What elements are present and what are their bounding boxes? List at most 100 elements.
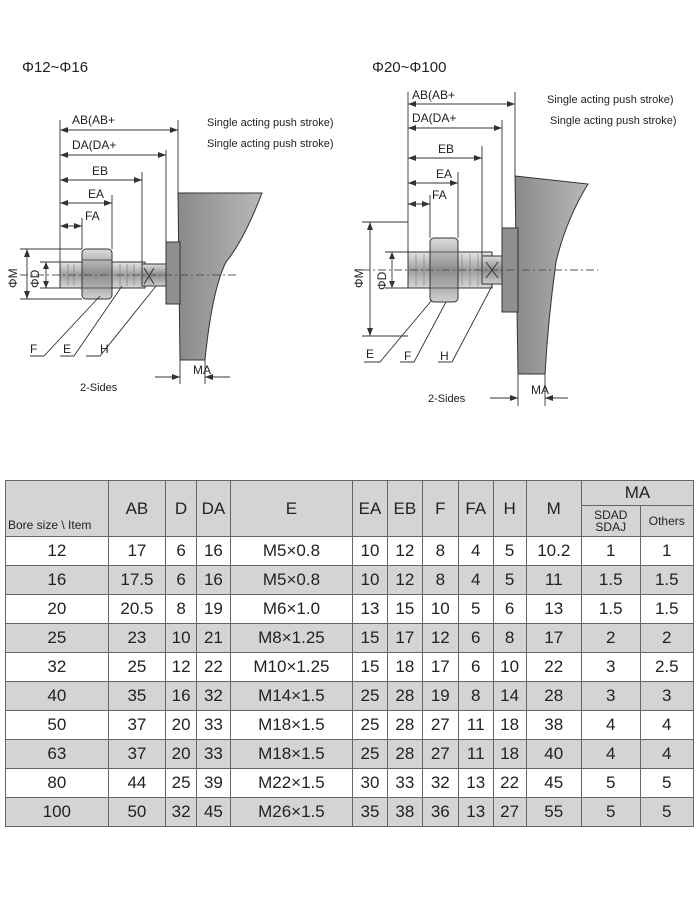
dimension-table: Bore size \ Item AB D DA E EA EB F FA H … xyxy=(5,480,695,827)
table-cell: 15 xyxy=(352,623,388,653)
table-cell: 11 xyxy=(457,739,494,769)
table-cell: 27 xyxy=(421,739,459,769)
table-cell: 55 xyxy=(525,797,582,827)
table-cell: 5 xyxy=(580,768,641,798)
table-cell: 12 xyxy=(421,623,459,653)
table-cell: 16 xyxy=(165,681,197,711)
table-cell: 30 xyxy=(352,768,388,798)
table-cell: 38 xyxy=(386,797,423,827)
table-cell: 33 xyxy=(195,710,231,740)
table-cell: 22 xyxy=(525,652,582,682)
table-cell: M6×1.0 xyxy=(229,594,354,624)
table-cell: 17 xyxy=(421,652,459,682)
table-cell: 6 xyxy=(457,623,494,653)
left-drawing: Φ12~Φ16 xyxy=(6,59,334,394)
table-cell: 20 xyxy=(165,710,197,740)
bore-size-cell: 100 xyxy=(5,797,109,827)
header-ma: MA xyxy=(580,480,695,506)
table-cell: 6 xyxy=(457,652,494,682)
table-cell: 2 xyxy=(580,623,641,653)
table-cell: M18×1.5 xyxy=(229,710,354,740)
table-cell: 4 xyxy=(457,536,494,566)
table-cell: 32 xyxy=(165,797,197,827)
table-cell: 12 xyxy=(386,536,423,566)
table-cell: 17 xyxy=(107,536,167,566)
header-fa: FA xyxy=(457,480,494,537)
da-note: Single acting push stroke) xyxy=(550,115,677,127)
table-cell: 1.5 xyxy=(580,594,641,624)
table-cell: 1.5 xyxy=(580,565,641,595)
table-cell: 40 xyxy=(525,739,582,769)
hex-nut xyxy=(81,248,113,300)
table-cell: 45 xyxy=(195,797,231,827)
fa-label: FA xyxy=(85,209,100,223)
header-bore-size: Bore size \ Item xyxy=(5,480,109,537)
table-cell: 2 xyxy=(639,623,695,653)
table-cell: 1 xyxy=(639,536,695,566)
sides-label: 2-Sides xyxy=(80,382,118,394)
right-drawing: Φ20~Φ100 xyxy=(352,59,677,406)
wrench-flat-mark xyxy=(143,267,155,285)
table-cell: 19 xyxy=(421,681,459,711)
table-cell: 4 xyxy=(639,739,695,769)
table-cell: 28 xyxy=(386,681,423,711)
header-ea: EA xyxy=(352,480,388,537)
e-label: E xyxy=(63,342,71,356)
sides-label: 2-Sides xyxy=(428,393,466,405)
table-cell: 5 xyxy=(492,565,527,595)
header-e: E xyxy=(229,480,354,537)
table-cell: 8 xyxy=(492,623,527,653)
table-cell: 37 xyxy=(107,739,167,769)
bore-size-cell: 12 xyxy=(5,536,109,566)
table-cell: 25 xyxy=(107,652,167,682)
bore-size-cell: 50 xyxy=(5,710,109,740)
table-cell: 1 xyxy=(580,536,641,566)
table-cell: 8 xyxy=(421,565,459,595)
e-label: E xyxy=(366,347,374,361)
table-cell: 11 xyxy=(525,565,582,595)
table-cell: 28 xyxy=(386,739,423,769)
table-cell: 8 xyxy=(457,681,494,711)
table-cell: M5×0.8 xyxy=(229,536,354,566)
table-cell: 5 xyxy=(457,594,494,624)
table-cell: 1.5 xyxy=(639,565,695,595)
cylinder-body xyxy=(177,192,263,361)
header-ab: AB xyxy=(107,480,167,537)
dimension-drawings: Φ12~Φ16 xyxy=(6,59,677,406)
table-cell: 6 xyxy=(165,565,197,595)
bore-size-cell: 40 xyxy=(5,681,109,711)
table-cell: 28 xyxy=(386,710,423,740)
bore-size-cell: 25 xyxy=(5,623,109,653)
table-cell: 10.2 xyxy=(525,536,582,566)
f-label: F xyxy=(404,349,411,363)
table-cell: 15 xyxy=(386,594,423,624)
table-cell: 13 xyxy=(352,594,388,624)
fa-label: FA xyxy=(432,188,447,202)
table-cell: 5 xyxy=(580,797,641,827)
table-cell: 10 xyxy=(492,652,527,682)
table-cell: 6 xyxy=(165,536,197,566)
header-ma-sdad-sdaj: SDAD SDAJ xyxy=(580,505,641,537)
table-cell: 22 xyxy=(492,768,527,798)
table-cell: 8 xyxy=(421,536,459,566)
table-cell: M18×1.5 xyxy=(229,739,354,769)
table-cell: 10 xyxy=(421,594,459,624)
table-cell: 18 xyxy=(492,739,527,769)
table-cell: 4 xyxy=(580,710,641,740)
bore-size-cell: 63 xyxy=(5,739,109,769)
table-cell: 17 xyxy=(525,623,582,653)
phi-d-label: ΦD xyxy=(28,269,42,288)
header-f: F xyxy=(421,480,459,537)
bore-size-cell: 32 xyxy=(5,652,109,682)
table-cell: 32 xyxy=(421,768,459,798)
table-cell: 3 xyxy=(639,681,695,711)
ab-label: AB(AB+ xyxy=(412,88,455,102)
header-eb: EB xyxy=(386,480,423,537)
